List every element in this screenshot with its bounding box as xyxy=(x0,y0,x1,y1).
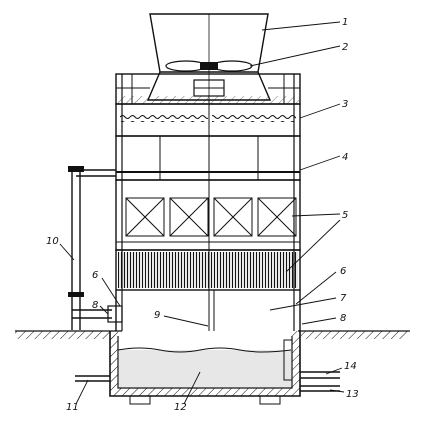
callout-2: 2 xyxy=(342,42,348,53)
callout-12: 12 xyxy=(174,402,187,413)
water-distribution xyxy=(115,135,301,181)
drift-eliminator xyxy=(115,103,301,137)
callout-1: 1 xyxy=(342,17,348,28)
leader-lines xyxy=(59,21,345,405)
pipes xyxy=(75,339,340,392)
ground xyxy=(15,330,410,339)
callout-3: 3 xyxy=(342,99,348,110)
callout-8-right: 8 xyxy=(340,313,346,324)
callout-5: 5 xyxy=(342,210,348,221)
callout-9: 9 xyxy=(154,310,160,321)
air-inlet-zone xyxy=(115,290,301,331)
callout-6-right: 6 xyxy=(340,266,346,277)
fan-diffuser xyxy=(149,13,269,100)
fill-section xyxy=(115,179,301,251)
callout-10: 10 xyxy=(46,236,59,247)
callout-7: 7 xyxy=(340,293,347,304)
callout-4: 4 xyxy=(342,152,348,163)
callout-14: 14 xyxy=(344,361,357,372)
upper-frame xyxy=(115,73,301,105)
callout-11: 11 xyxy=(66,402,79,413)
riser-pipe xyxy=(68,166,123,330)
callout-labels: 1 2 3 4 5 6 6 7 8 8 9 10 11 12 13 14 xyxy=(46,17,359,413)
callout-6-left: 6 xyxy=(92,270,98,281)
columns xyxy=(121,74,295,331)
callout-8-left: 8 xyxy=(92,300,98,311)
water-basin xyxy=(109,331,301,405)
packing-band xyxy=(115,249,301,291)
callout-13: 13 xyxy=(346,389,359,400)
